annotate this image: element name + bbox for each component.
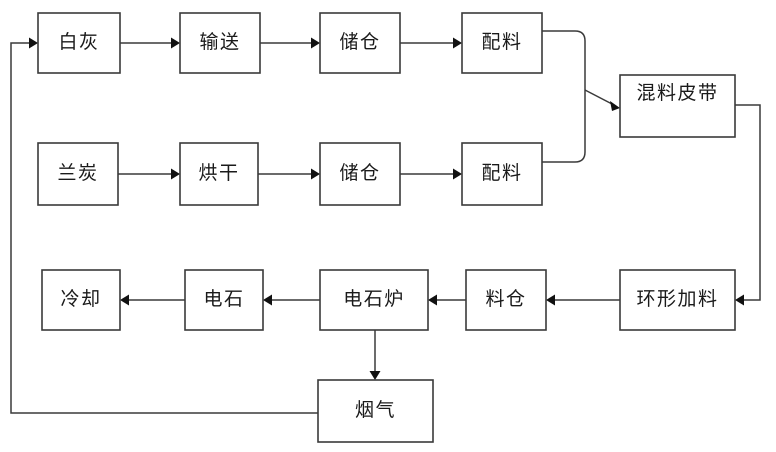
edge-e-huanxing-liaocang <box>546 294 620 306</box>
node-box-peiliao2[interactable] <box>461 142 543 206</box>
node-chucang1[interactable]: 储仓 <box>319 12 401 74</box>
arrowhead-icon <box>735 294 744 306</box>
node-label-dianshi: 电石 <box>203 288 244 310</box>
node-hunliaopidai[interactable]: 混料皮带 <box>619 74 736 138</box>
node-box-dianshi[interactable] <box>184 269 264 331</box>
node-label-honggan: 烘干 <box>198 162 239 184</box>
edge-e-shusong-chucang1 <box>260 37 320 49</box>
node-box-dianshilu[interactable] <box>319 269 429 331</box>
node-box-lantan[interactable] <box>37 142 119 206</box>
arrowhead-icon <box>311 37 320 49</box>
node-box-huanxing[interactable] <box>619 269 736 331</box>
node-lengque[interactable]: 冷却 <box>41 269 121 331</box>
node-box-liaocang[interactable] <box>465 269 547 331</box>
node-yanqi[interactable]: 烟气 <box>317 379 434 443</box>
node-lantan[interactable]: 兰炭 <box>37 142 119 206</box>
arrowhead-icon <box>369 371 381 380</box>
arrowhead-icon <box>263 294 272 306</box>
node-box-honggan[interactable] <box>179 142 259 206</box>
edge-e-merge-hunliao <box>584 89 620 111</box>
node-box-chucang1[interactable] <box>319 12 401 74</box>
edge-e-feedback-to-baihui <box>10 37 318 414</box>
node-liaocang[interactable]: 料仓 <box>465 269 547 331</box>
edge-e-dianshi-lengque <box>120 294 185 306</box>
node-label-peiliao2: 配料 <box>481 162 522 184</box>
node-label-dianshilu: 电石炉 <box>343 288 405 310</box>
edge-e-baihui-shusong <box>120 37 180 49</box>
arrowhead-icon <box>171 37 180 49</box>
arrowhead-icon <box>546 294 555 306</box>
node-box-baihui[interactable] <box>37 12 121 74</box>
edge-e-hunliao-huanxing <box>735 104 761 306</box>
arrowhead-icon <box>120 294 129 306</box>
edge-e-chucang2-peiliao2 <box>400 168 462 180</box>
edge-e-peiliao1-merge <box>542 30 586 90</box>
node-honggan[interactable]: 烘干 <box>179 142 259 206</box>
node-baihui[interactable]: 白灰 <box>37 12 121 74</box>
arrowhead-icon <box>610 101 620 111</box>
node-label-shusong: 输送 <box>199 31 240 53</box>
edges-layer <box>10 30 761 414</box>
node-label-baihui: 白灰 <box>58 31 99 53</box>
edge-e-chucang1-peiliao1 <box>400 37 462 49</box>
arrowhead-icon <box>428 294 437 306</box>
node-box-hunliaopidai[interactable] <box>619 74 736 138</box>
edge-e-honggan-chucang2 <box>258 168 320 180</box>
edge-e-dianshilu-yanqi <box>369 330 381 380</box>
node-dianshi[interactable]: 电石 <box>184 269 264 331</box>
edge-e-peiliao2-merge <box>542 90 586 163</box>
node-label-chucang2: 储仓 <box>339 162 380 184</box>
arrowhead-icon <box>453 168 462 180</box>
node-label-yanqi: 烟气 <box>355 399 396 421</box>
edge-e-lantan-honggan <box>118 168 180 180</box>
nodes-layer: 白灰输送储仓配料混料皮带兰炭烘干储仓配料冷却电石电石炉料仓环形加料烟气 <box>37 12 736 443</box>
node-box-yanqi[interactable] <box>317 379 434 443</box>
node-label-lengque: 冷却 <box>60 288 101 310</box>
node-label-liaocang: 料仓 <box>485 288 526 310</box>
node-label-lantan: 兰炭 <box>57 162 98 184</box>
arrowhead-icon <box>171 168 180 180</box>
node-label-chucang1: 储仓 <box>339 31 380 53</box>
node-box-peiliao1[interactable] <box>461 12 543 74</box>
node-peiliao2[interactable]: 配料 <box>461 142 543 206</box>
node-peiliao1[interactable]: 配料 <box>461 12 543 74</box>
node-box-shusong[interactable] <box>179 12 261 74</box>
node-box-lengque[interactable] <box>41 269 121 331</box>
node-huanxing[interactable]: 环形加料 <box>619 269 736 331</box>
node-dianshilu[interactable]: 电石炉 <box>319 269 429 331</box>
node-label-peiliao1: 配料 <box>481 31 522 53</box>
node-chucang2[interactable]: 储仓 <box>319 142 401 206</box>
node-box-chucang2[interactable] <box>319 142 401 206</box>
arrowhead-icon <box>453 37 462 49</box>
node-label-hunliaopidai: 混料皮带 <box>636 82 718 104</box>
arrowhead-icon <box>29 37 38 49</box>
edge-e-liaocang-dianshilu <box>428 294 466 306</box>
edge-e-dianshilu-dianshi <box>263 294 320 306</box>
node-label-huanxing: 环形加料 <box>636 288 718 310</box>
node-shusong[interactable]: 输送 <box>179 12 261 74</box>
arrowhead-icon <box>311 168 320 180</box>
